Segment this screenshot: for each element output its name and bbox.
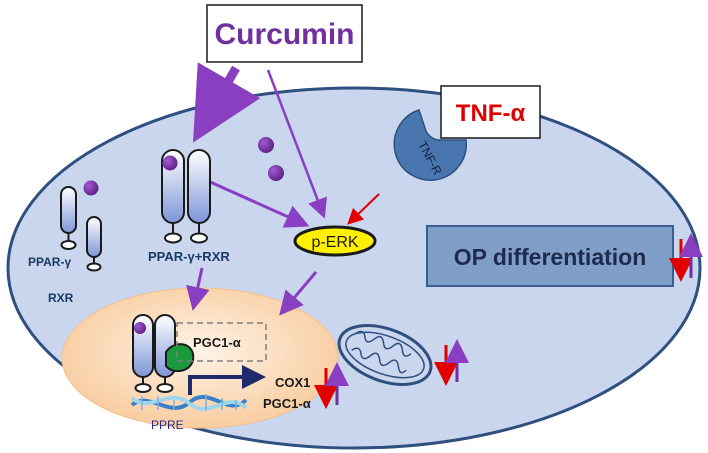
- ppre-label: PPRE: [151, 418, 184, 432]
- pgc1-alpha-bound: [165, 343, 195, 373]
- pgc1-alpha-box-label: PGC1-α: [193, 335, 241, 350]
- curcumin-thick-arrow: [193, 62, 261, 143]
- pgc1-alpha-box: PGC1-α: [176, 322, 267, 362]
- curcumin-box: Curcumin: [206, 4, 363, 63]
- rxr-receptor: [86, 216, 102, 272]
- rxr-label: RXR: [48, 291, 74, 305]
- ppar-gamma-label: PPAR-γ: [28, 255, 71, 269]
- ppar-rxr-complex: [161, 149, 211, 244]
- p-erk-label: p-ERK: [311, 234, 358, 251]
- curcumin-label: Curcumin: [214, 18, 354, 51]
- curcumin-molecule: [258, 137, 274, 153]
- dna-helix: [130, 394, 248, 411]
- curcumin-molecule: [83, 180, 99, 196]
- tnf-alpha-label: TNF-α: [456, 100, 526, 127]
- ppar-rxr-to-perk-arrow: [207, 179, 310, 228]
- tnf-receptor: TNF-R: [393, 109, 467, 181]
- curcumin-to-perk-arrow: [266, 69, 327, 219]
- transcription-arrow: [188, 365, 266, 395]
- curcumin-molecule: [268, 165, 284, 181]
- curcumin-molecule: [134, 322, 146, 334]
- op-differentiation-box: OP differentiation: [426, 225, 674, 287]
- tnf-alpha-box: TNF-α: [440, 85, 541, 139]
- perk-to-nucleus-arrow: [279, 271, 318, 316]
- tnf-to-perk-arrow: [347, 193, 380, 225]
- op-differentiation-label: OP differentiation: [454, 244, 647, 270]
- ppar-gamma-receptor: [60, 180, 99, 250]
- gene-regulation-arrows: [314, 362, 349, 409]
- ppar-rxr-to-nucleus-arrow: [186, 267, 210, 311]
- cox1-label: COX1: [275, 375, 310, 390]
- pgc1-alpha-gene-label: PGC1-α: [263, 396, 311, 411]
- op-regulation-arrows: [669, 233, 703, 282]
- ppar-rxr-complex-label: PPAR-γ+RXR: [148, 249, 230, 264]
- p-erk: p-ERK: [293, 225, 377, 257]
- mitochondria-regulation-arrows: [434, 339, 469, 386]
- mitochondrion: [337, 324, 433, 386]
- curcumin-molecule: [162, 155, 178, 171]
